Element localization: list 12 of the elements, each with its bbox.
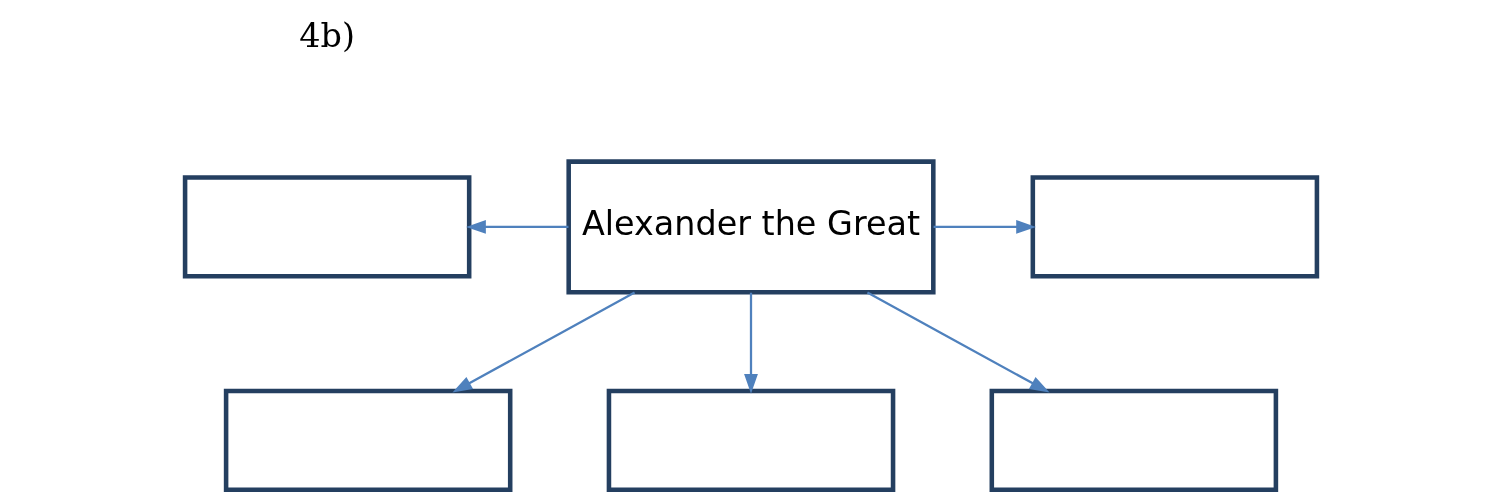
arrow: [466, 220, 569, 234]
node-box: [182, 175, 472, 279]
label: 4b): [299, 16, 355, 56]
arrow: [866, 291, 1050, 393]
node-box: Alexander the Great: [566, 159, 936, 295]
node-box: [1030, 175, 1320, 279]
node-box: [606, 388, 896, 493]
arrow: [744, 292, 758, 394]
node-box: [989, 388, 1279, 493]
node-box: [223, 388, 513, 493]
arrow: [452, 291, 636, 393]
arrow: [933, 220, 1036, 234]
